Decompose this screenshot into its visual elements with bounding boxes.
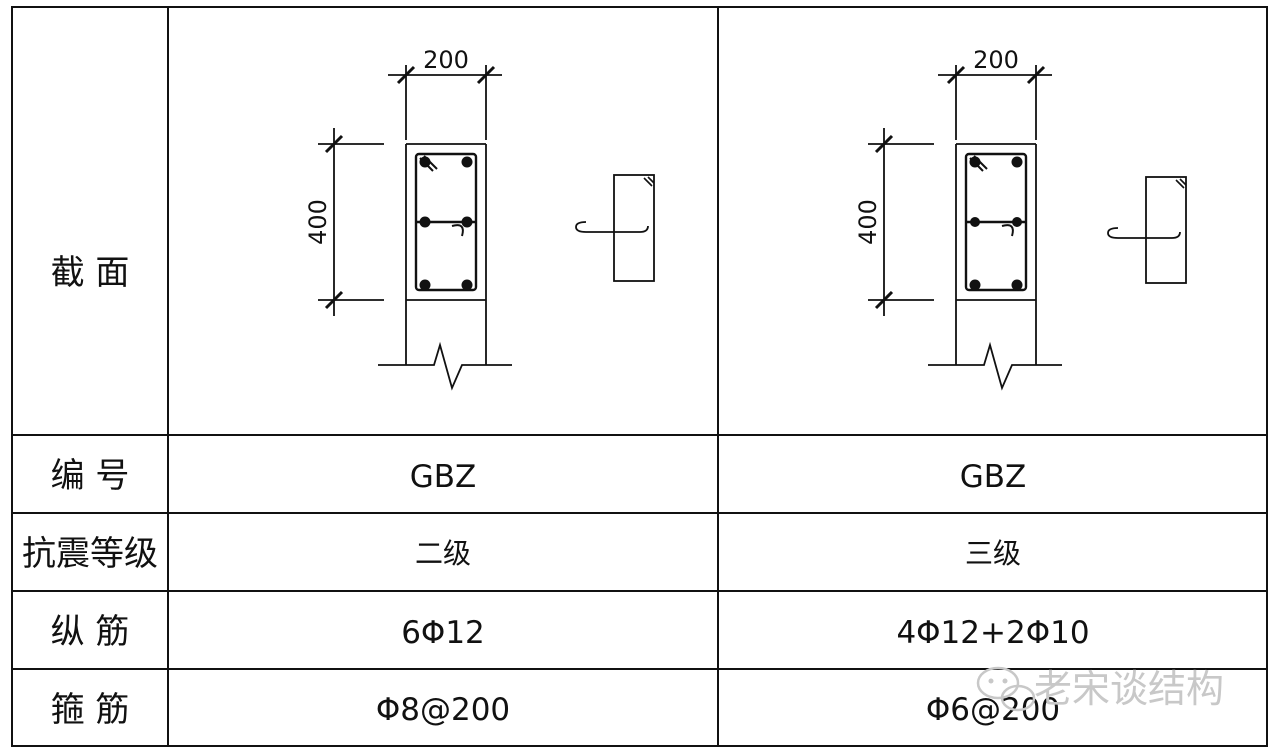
width-dim-label: 200 — [423, 46, 469, 74]
wall-outline — [928, 143, 1062, 391]
width-dimension: 200 — [938, 46, 1052, 140]
rebar-dots — [969, 156, 1023, 291]
col1-seismic-grade: 二级 — [415, 537, 471, 570]
row-label-number: 编 号 — [51, 456, 130, 496]
tie-detail — [1107, 176, 1187, 284]
rebar-dot — [461, 279, 473, 291]
height-dim-label: 400 — [854, 199, 882, 245]
rebar-dot — [969, 156, 981, 168]
watermark-text: 老宋谈结构 — [1034, 667, 1224, 711]
width-dim-label: 200 — [973, 46, 1019, 74]
table-border — [11, 6, 1268, 747]
rebar-dot — [1011, 156, 1023, 168]
watermark: 老宋谈结构 — [976, 666, 1224, 712]
col1-number: GBZ — [410, 459, 477, 495]
rebar-dot — [1011, 279, 1023, 291]
height-dimension: 400 — [304, 128, 384, 316]
rebar-dots — [419, 156, 473, 291]
col2-number: GBZ — [960, 459, 1027, 495]
col2-longitudinal-bars: 4Φ12+2Φ10 — [896, 615, 1089, 651]
row-labels: 截 面 编 号 抗震等级 纵 筋 箍 筋 — [22, 253, 158, 730]
wall-outline — [378, 143, 512, 391]
rebar-dot — [969, 279, 981, 291]
row-label-longitudinal-bars: 纵 筋 — [51, 612, 130, 652]
chat-bubble-icon — [976, 666, 1036, 712]
rebar-dot — [1012, 217, 1022, 227]
col1-stirrups: Φ8@200 — [376, 692, 510, 728]
section-drawing-1: 200 400 — [304, 46, 655, 391]
rebar-dot — [461, 216, 473, 228]
section-drawing-2: 200 400 — [854, 46, 1187, 391]
row-label-section: 截 面 — [51, 253, 130, 293]
column-1-values: GBZ 二级 6Φ12 Φ8@200 — [376, 459, 510, 728]
table-grid — [11, 6, 1268, 747]
tie-detail — [575, 174, 655, 282]
rebar-dot — [970, 217, 980, 227]
rebar-dot — [419, 279, 431, 291]
rebar-dot — [461, 156, 473, 168]
height-dimension: 400 — [854, 128, 934, 316]
rebar-dot — [419, 216, 431, 228]
col2-seismic-grade: 三级 — [965, 537, 1021, 570]
rebar-dot — [419, 156, 431, 168]
height-dim-label: 400 — [304, 199, 332, 245]
row-label-seismic-grade: 抗震等级 — [22, 534, 158, 574]
row-label-stirrups: 箍 筋 — [51, 690, 130, 730]
width-dimension: 200 — [388, 46, 502, 140]
col1-longitudinal-bars: 6Φ12 — [401, 615, 485, 651]
